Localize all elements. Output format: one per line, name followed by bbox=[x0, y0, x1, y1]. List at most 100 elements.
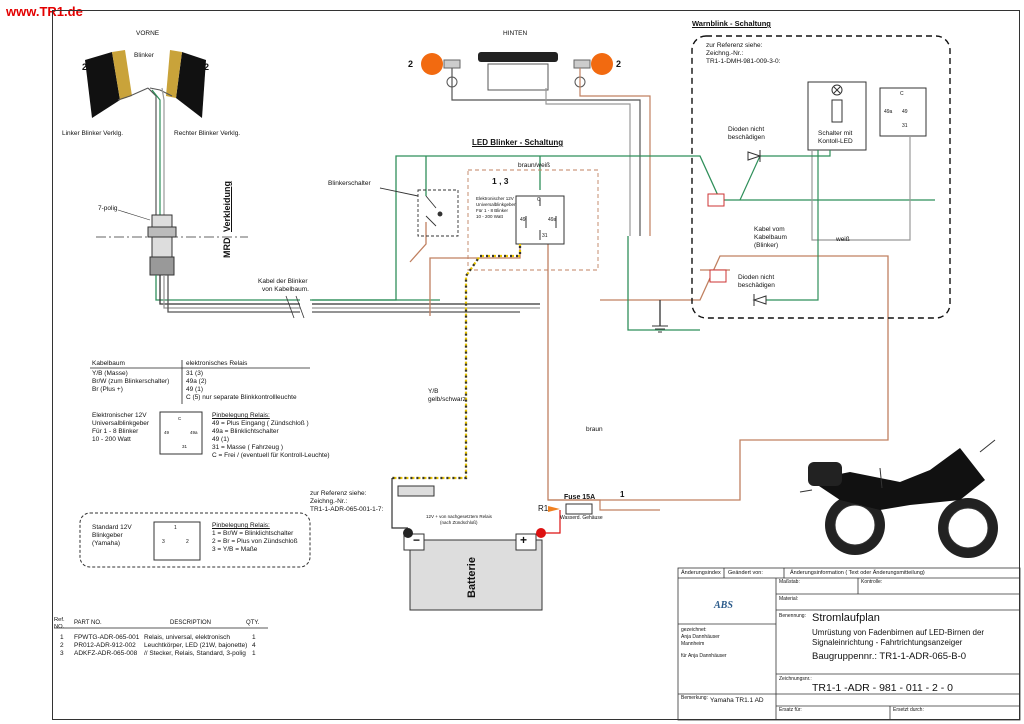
kb-row1-b: 31 (3) bbox=[186, 370, 203, 377]
relay-desc-3: Für 1 - 8 Blinker bbox=[476, 208, 509, 213]
warn-relay bbox=[879, 87, 927, 137]
tb-subtitle-1: Umrüstung von Fadenbirnen auf LED-Birnen… bbox=[812, 628, 985, 637]
warn-relay-pin-49a: 49a bbox=[884, 109, 893, 115]
site-label[interactable]: www.TR1.de bbox=[6, 4, 83, 19]
front-right-indicator bbox=[149, 50, 206, 118]
rl-desc-4: 10 - 200 Watt bbox=[92, 436, 131, 443]
kb-row3-a: Br (Plus +) bbox=[92, 386, 123, 393]
rl-line-2: 49a = Blinklichtschalter bbox=[212, 428, 279, 435]
connector-1 bbox=[707, 193, 725, 207]
rl-pin-49: 49 bbox=[164, 430, 170, 435]
parts-r3-desc: // Stecker, Relais, Standard, 3-polig bbox=[144, 650, 246, 657]
cable-label-1: Kabel der Blinker bbox=[258, 278, 308, 285]
parts-r3-ref: 3 bbox=[60, 650, 64, 657]
fuse-label: Fuse 15A bbox=[564, 494, 596, 501]
yb-label-2: gelb/schwarz bbox=[428, 396, 466, 403]
rl-line-5: C = Frei / (eventuell für Kontroll-Leuch… bbox=[212, 452, 330, 459]
rl-title: Pinbelegung Relais: bbox=[212, 412, 270, 419]
parts-r2-desc: Leuchtkörper, LED (21W, bajonette) bbox=[144, 642, 248, 649]
parts-h-qty: QTY. bbox=[246, 620, 260, 626]
tb-kontrolle: Kontrolle: bbox=[861, 579, 883, 585]
blinker-switch bbox=[379, 187, 459, 237]
drawing-frame bbox=[52, 10, 1020, 720]
parts-r2-qty: 4 bbox=[252, 642, 256, 649]
battery bbox=[403, 528, 546, 611]
ref-2-rear-left: 2 bbox=[408, 59, 414, 69]
switch-label-1: Schalter mit bbox=[818, 130, 853, 137]
front-cable-bundle bbox=[155, 275, 540, 319]
kb-row1-a: Y/B (Masse) bbox=[92, 370, 128, 377]
right-indicator-label: Rechter Blinker Verklg. bbox=[174, 130, 241, 137]
rear-lights bbox=[421, 52, 613, 91]
tb-baugruppe: Baugruppennr.: TR1-1-ADR-065-B-0 bbox=[812, 651, 967, 662]
tb-ersetzt-durch: Ersetzt durch: bbox=[893, 707, 924, 713]
rl-line-3: 49 (1) bbox=[212, 436, 229, 443]
rl-desc-2: Universalblinkgeber bbox=[92, 420, 150, 427]
front-label: VORNE bbox=[136, 30, 160, 37]
relay-pin-31: 31 bbox=[542, 233, 548, 239]
white-label: weiß bbox=[836, 236, 850, 243]
diode-2 bbox=[752, 294, 767, 306]
kabel-vom-2: Kabelbaum bbox=[754, 234, 787, 241]
parts-r1-ref: 1 bbox=[60, 634, 64, 641]
ground-symbol bbox=[652, 325, 668, 333]
tb-bemerkung: Bemerkung: bbox=[681, 695, 708, 701]
kb-row3-b: 49 (1) bbox=[186, 386, 203, 393]
title-block bbox=[677, 567, 1021, 721]
led-circuit-wiring bbox=[310, 155, 935, 501]
yb-label-1: Y/B bbox=[428, 388, 439, 395]
parts-h-ref: Ref. NO. bbox=[54, 617, 65, 630]
front-left-indicator bbox=[85, 50, 149, 118]
diodes1-line2: beschädigen bbox=[728, 134, 765, 141]
parts-h-partno: PART NO. bbox=[74, 620, 102, 626]
tb-ersatz-fuer: Ersatz für: bbox=[779, 707, 802, 713]
diode-1 bbox=[747, 150, 762, 162]
tb-logo: ABS bbox=[714, 600, 733, 611]
ref-2-front-right: 2 bbox=[204, 62, 210, 72]
kb-row4-b: C (5) nur separate Blinkkontrollleuchte bbox=[186, 394, 297, 401]
electronic-relay bbox=[515, 195, 565, 245]
legend-relay-symbol bbox=[159, 411, 203, 455]
sl-pin-1: 1 bbox=[174, 525, 177, 531]
battery-label: Batterie bbox=[466, 557, 478, 598]
relay-pin-49: 49 bbox=[520, 217, 526, 223]
tb-geaendert: Geändert von: bbox=[728, 570, 763, 576]
rear-label: HINTEN bbox=[503, 30, 528, 37]
kb-row2-a: Br/W (zum Blinkerschalter) bbox=[92, 378, 170, 385]
parts-r3-qty: 1 bbox=[252, 650, 256, 657]
rl-pin-49a: 49a bbox=[190, 430, 198, 435]
tb-fuer: für Anja Dannhäuser bbox=[681, 653, 727, 659]
relay-note-2: (nach Zündschloß) bbox=[440, 520, 478, 525]
tb-drawing-number: TR1-1 -ADR - 981 - 011 - 2 - 0 bbox=[812, 682, 954, 694]
led-circuit-title: LED Blinker - Schaltung bbox=[472, 138, 564, 147]
tb-massstab: Maßstab: bbox=[779, 579, 800, 585]
blinker-switch-label: Blinkerschalter bbox=[328, 180, 371, 187]
parts-r1-no: FPWTG-ADR-065-001 bbox=[74, 634, 140, 641]
sl-line-1: 1 = Br/W = Blinklichtschalter bbox=[212, 530, 294, 537]
verkleidung-label: Verkleidung bbox=[222, 180, 232, 232]
ref-13: 1 , 3 bbox=[492, 176, 509, 186]
parts-r1-qty: 1 bbox=[252, 634, 256, 641]
tb-gezeichnet: gezeichnet: bbox=[681, 627, 707, 633]
relay-area-box bbox=[467, 169, 599, 271]
tb-zeichnungsnr: Zeichnungsnr.: bbox=[779, 676, 812, 682]
ref-2-rear-right: 2 bbox=[616, 59, 622, 69]
rl-line-1: 49 = Plus Eingang ( Zündschloß ) bbox=[212, 420, 309, 427]
ref1-line2: Zeichng.-Nr.: bbox=[706, 50, 744, 57]
kb-row2-b: 49a (2) bbox=[186, 378, 207, 385]
front-wiring bbox=[147, 87, 165, 215]
tb-material: Material: bbox=[779, 596, 799, 602]
kb-header-2: elektronisches Relais bbox=[186, 360, 248, 367]
tb-subtitle-2: Signaleinrichtung - Fahrtrichtungsanzeig… bbox=[812, 638, 963, 647]
relay-desc-2: Universalblinkgeber bbox=[476, 202, 516, 207]
relay-pin-c: C bbox=[537, 197, 541, 203]
parts-r3-no: ADKFZ-ADR-065-008 bbox=[74, 650, 138, 657]
yb-wire bbox=[392, 244, 522, 480]
kabel-vom-1: Kabel vom bbox=[754, 226, 785, 233]
connector-2 bbox=[709, 269, 727, 283]
tb-benennung: Benennung: bbox=[779, 613, 806, 619]
sl-desc-1: Standard 12V bbox=[92, 524, 132, 531]
fuse-sub: Wasserd. Gehäuse bbox=[560, 515, 603, 521]
rl-line-4: 31 = Masse ( Fahrzeug ) bbox=[212, 444, 283, 451]
